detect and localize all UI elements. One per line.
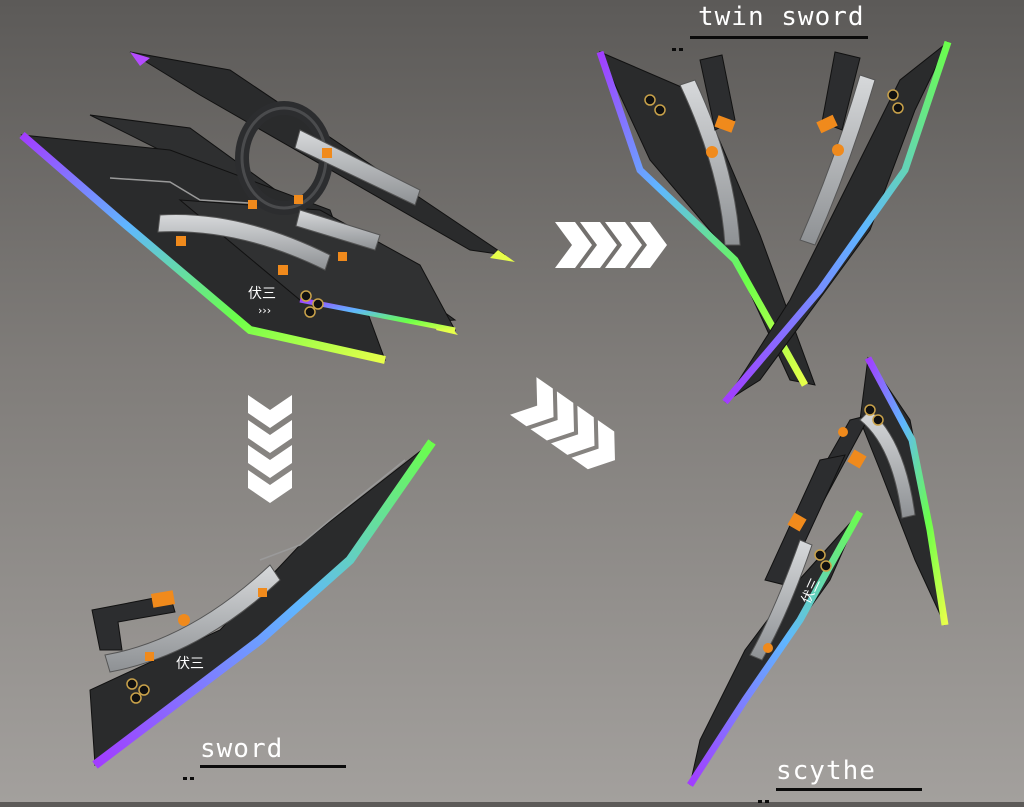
label-scythe: scythe <box>776 756 876 786</box>
label-sword: sword <box>200 734 284 764</box>
label-dots-scythe <box>758 788 772 803</box>
svg-text:›››: ››› <box>258 304 271 317</box>
label-underline-scythe <box>776 788 922 791</box>
label-dots-twin-sword <box>672 36 686 51</box>
kanji-mark-combined: 伏三 <box>248 286 276 302</box>
sword-illustration <box>89 439 436 769</box>
twin-sword-illustration <box>596 40 952 405</box>
label-underline-twin-sword <box>690 36 868 39</box>
kanji-mark-sword: 伏三 <box>176 656 204 672</box>
label-twin-sword: twin sword <box>698 2 865 32</box>
scythe-illustration <box>687 356 949 787</box>
label-underline-sword <box>200 765 346 768</box>
chevron-diagonal-icon <box>510 377 615 470</box>
label-dots-sword <box>183 765 197 780</box>
combined-weapon-illustration: ››› <box>19 51 515 364</box>
chevron-down-icon <box>248 395 292 503</box>
chevron-right-icon <box>555 222 667 268</box>
